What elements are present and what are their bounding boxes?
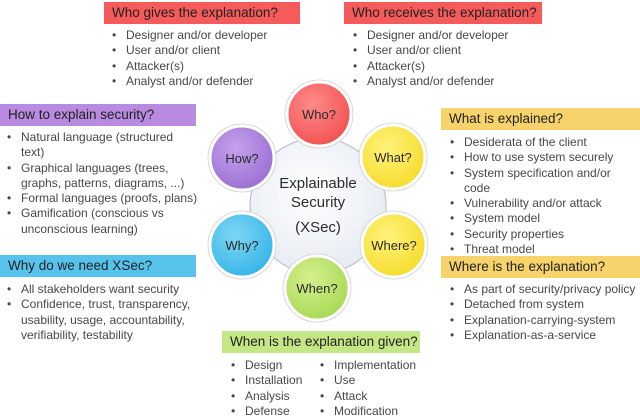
where-label: Where? <box>371 238 417 253</box>
why-label: Why? <box>225 238 258 253</box>
list-item: Desiderata of the client <box>448 135 640 151</box>
list-item: Attacker(s) <box>351 59 551 75</box>
how-label: How? <box>225 151 258 166</box>
who-gives-list: Designer and/or developer User and/or cl… <box>110 28 310 89</box>
list-item: Use <box>318 373 428 389</box>
list-item: Modification <box>318 404 428 419</box>
when-header: When is the explanation given? <box>222 331 420 353</box>
who-receives-list: Designer and/or developer User and/or cl… <box>351 28 551 89</box>
list-item: How to use system securely <box>448 150 640 166</box>
where-list: As part of security/privacy policy Detac… <box>448 282 640 343</box>
where-header: Where is the explanation? <box>441 256 640 278</box>
list-item: User and/or client <box>110 43 310 59</box>
who-label: Who? <box>302 107 336 122</box>
list-item: Attacker(s) <box>110 59 310 75</box>
list-item: Designer and/or developer <box>351 28 551 44</box>
list-item: Graphical languages (trees, <box>5 161 205 177</box>
what-header: What is explained? <box>441 108 640 130</box>
list-item-continuation: unconscious learning) <box>21 221 138 236</box>
center-title-line3: (XSec) <box>295 219 341 236</box>
list-item: Analyst and/or defender <box>110 74 310 90</box>
list-item: Analysis <box>229 389 319 405</box>
when-circle <box>282 253 352 323</box>
why-header: Why do we need XSec? <box>0 255 196 277</box>
what-list: Desiderata of the client How to use syst… <box>448 135 640 258</box>
list-item-continuation: graphs, patterns, diagrams, ...) <box>21 175 185 190</box>
what-circle <box>358 122 428 192</box>
why-circle <box>207 210 277 280</box>
list-item: Explanation-carrying-system <box>448 313 640 329</box>
when-list-col2: Implementation Use Attack Modification <box>318 358 428 419</box>
list-item: System model <box>448 211 640 227</box>
list-item: Design <box>229 358 319 374</box>
who-gives-header: Who gives the explanation? <box>104 2 300 24</box>
list-item: Installation <box>229 373 319 389</box>
list-item: Vulnerability and/or attack <box>448 196 640 212</box>
list-item: User and/or client <box>351 43 551 59</box>
list-item: As part of security/privacy policy <box>448 282 640 298</box>
where-circle <box>359 210 429 280</box>
list-item: Detached from system <box>448 297 640 313</box>
center-title-line1: Explainable <box>279 175 357 192</box>
list-item: Attack <box>318 389 428 405</box>
how-list: Natural language (structured text) Graph… <box>5 130 205 237</box>
list-item: Explanation-as-a-service <box>448 328 640 344</box>
list-item: All stakeholders want security <box>5 282 205 298</box>
who-receives-header: Who receives the explanation? <box>344 2 542 24</box>
list-item: Formal languages (proofs, plans) <box>5 191 205 207</box>
list-item-continuation: verifiability, testability <box>21 327 133 342</box>
center-title-line2: Security <box>291 194 346 211</box>
list-item: Defense <box>229 404 319 419</box>
when-label: When? <box>296 281 337 296</box>
when-list-col1: Design Installation Analysis Defense <box>229 358 319 419</box>
list-item: Designer and/or developer <box>110 28 310 44</box>
why-list: All stakeholders want security Confidenc… <box>5 282 205 343</box>
list-item: Gamification (conscious vs <box>5 206 205 222</box>
what-label: What? <box>374 150 412 165</box>
how-circle <box>207 123 277 193</box>
who-circle <box>284 79 354 149</box>
list-item-continuation: text) <box>21 145 45 160</box>
list-item: Analyst and/or defender <box>351 74 551 90</box>
list-item-continuation: usability, usage, accountability, <box>21 312 185 327</box>
list-item: Threat model <box>448 242 640 258</box>
list-item: Security properties <box>448 227 640 243</box>
list-item: Implementation <box>318 358 428 374</box>
list-item: Confidence, trust, transparency, <box>5 297 205 313</box>
how-header: How to explain security? <box>0 104 196 126</box>
list-item: Natural language (structured <box>5 130 205 146</box>
list-item: System specification and/or code <box>448 166 640 197</box>
